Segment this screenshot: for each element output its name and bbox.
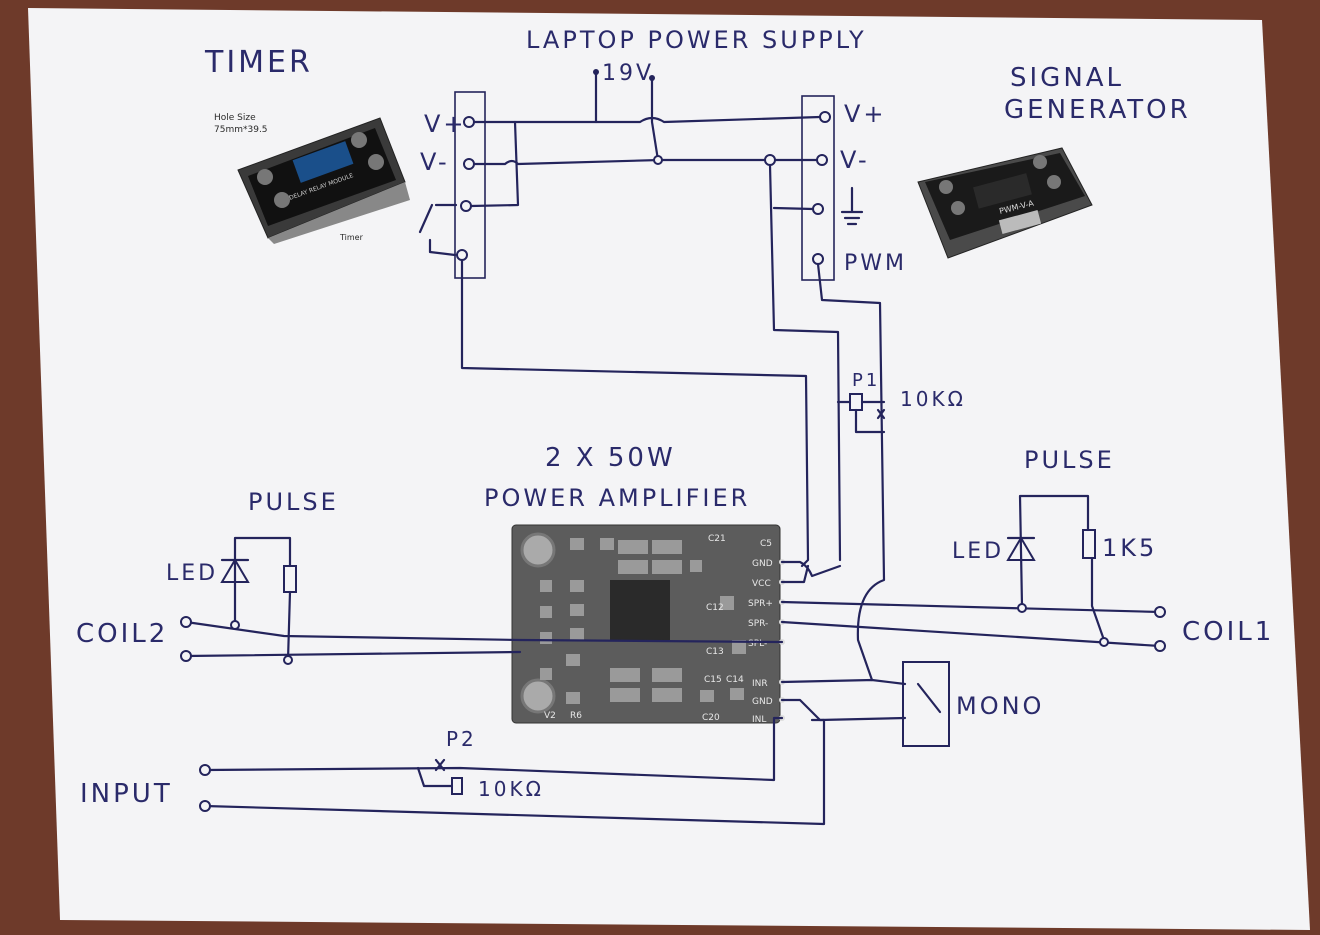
- pin-splminus: SPL-: [748, 639, 767, 649]
- wire-pwm: [816, 262, 886, 682]
- coil-left-label: COIL2: [76, 619, 168, 649]
- input-term-2: [199, 800, 211, 812]
- wire-inr: [780, 678, 907, 686]
- timer-term-relay: [460, 200, 472, 212]
- part-c14: C14: [726, 675, 744, 685]
- coil1-term-2: [1154, 640, 1166, 652]
- timer-caption-1: Hole Size: [214, 113, 256, 123]
- pin-sprminus: SPR-: [748, 619, 768, 629]
- part-r6: R6: [570, 711, 582, 721]
- wire-gnd-link: [772, 206, 815, 211]
- part-c12: C12: [706, 603, 724, 613]
- part-c5: C5: [760, 539, 772, 549]
- led-right-symbol: [1006, 536, 1036, 561]
- amp-label-1: 2 X 50W: [545, 443, 676, 473]
- p2-label: P2: [446, 727, 477, 751]
- resistor-right: [1082, 529, 1096, 559]
- pin-sprplus: SPR+: [748, 599, 773, 609]
- p1-value: 10KΩ: [900, 387, 966, 411]
- led-right-label: LED: [952, 539, 1004, 564]
- timer-terminal-strip: [454, 91, 486, 279]
- sg-pin-pwm: PWM: [844, 251, 907, 276]
- timer-pin-vplus: V+: [424, 110, 467, 138]
- part-c21: C21: [708, 534, 726, 544]
- title: LAPTOP POWER SUPPLY: [526, 26, 867, 54]
- pin-vcc: VCC: [752, 579, 771, 589]
- sg-term-vplus: [819, 111, 831, 123]
- timer-term-out: [456, 249, 468, 261]
- timer-relay-symbol: [418, 203, 458, 257]
- p2-leads: [416, 758, 454, 788]
- part-c13: C13: [706, 647, 724, 657]
- pin-gnd1: GND: [752, 559, 773, 569]
- part-c15: C15: [704, 675, 722, 685]
- wire-inl: [203, 716, 784, 782]
- wire-input-gnd: [203, 718, 826, 826]
- pulse-left-wires: [233, 536, 292, 662]
- timer-pin-vminus: V-: [420, 148, 450, 176]
- wire-amp-vcc: [780, 564, 810, 584]
- pulse-right-wires: [1018, 494, 1106, 642]
- supply-voltage: 19V: [602, 61, 654, 86]
- input-label: INPUT: [80, 779, 173, 809]
- resistor-left: [283, 565, 297, 593]
- amplifier-board: C21 C12 C13 C15 C14 C20 C5 R6 V2 GND VCC…: [511, 524, 785, 725]
- coil1-term-1: [1154, 606, 1166, 618]
- sg-term-gnd: [812, 203, 824, 215]
- pulse-left-label: PULSE: [248, 488, 339, 516]
- timer-term-vplus: [463, 116, 475, 128]
- sg-term-vminus: [816, 154, 828, 166]
- pulse-right-label: PULSE: [1024, 446, 1115, 474]
- timer-label: TIMER: [204, 45, 313, 80]
- coil-right-label: COIL1: [1182, 617, 1274, 647]
- timer-caption-bottom: Timer: [339, 233, 364, 242]
- timer-device: Hole Size 75mm*39.5 DELAY RELAY MODULE T…: [214, 113, 410, 244]
- coil2-term-2: [180, 650, 192, 662]
- mono-switch-lever: [916, 682, 942, 714]
- mono-label: MONO: [956, 692, 1044, 720]
- led-left-symbol: [220, 558, 250, 583]
- p1-leads: [836, 400, 886, 434]
- wire-spl-plus: [184, 650, 522, 658]
- wire-amp-gnd2: [780, 698, 907, 722]
- timer-caption-2: 75mm*39.5: [214, 125, 268, 135]
- wire-gnd-down: [768, 163, 842, 562]
- mono-switch-box: [902, 661, 950, 747]
- signal-terminal-strip: [801, 95, 835, 281]
- pin-inr: INR: [752, 679, 768, 689]
- sg-term-pwm: [812, 253, 824, 265]
- input-term-1: [199, 764, 211, 776]
- wire-spr-minus: [780, 620, 1162, 648]
- signal-generator-device: PWM-V-A: [917, 147, 1093, 259]
- wire-relay-feed: [469, 120, 520, 208]
- signal-label-2: GENERATOR: [1004, 95, 1191, 125]
- part-v2: V2: [544, 711, 556, 721]
- amp-label-2: POWER AMPLIFIER: [484, 484, 750, 512]
- resistor-right-value: 1K5: [1102, 534, 1157, 562]
- part-c20: C20: [702, 713, 720, 723]
- coil2-term-1: [180, 616, 192, 628]
- led-left-label: LED: [166, 561, 218, 586]
- ground-symbol: [840, 186, 864, 226]
- wire-vminus: [472, 158, 819, 166]
- wire-timer-out: [460, 258, 810, 568]
- wire-spr-plus: [780, 600, 1162, 614]
- sg-pin-vminus: V-: [840, 146, 870, 174]
- signal-label-1: SIGNAL: [1010, 63, 1124, 93]
- sg-pin-vplus: V+: [844, 100, 887, 128]
- pin-gnd2: GND: [752, 697, 773, 707]
- pin-inl: INL: [752, 715, 766, 725]
- p2-value: 10KΩ: [478, 777, 544, 801]
- wire-19v-minus: [650, 76, 660, 162]
- timer-term-vminus: [463, 158, 475, 170]
- p1-label: P1: [852, 370, 880, 391]
